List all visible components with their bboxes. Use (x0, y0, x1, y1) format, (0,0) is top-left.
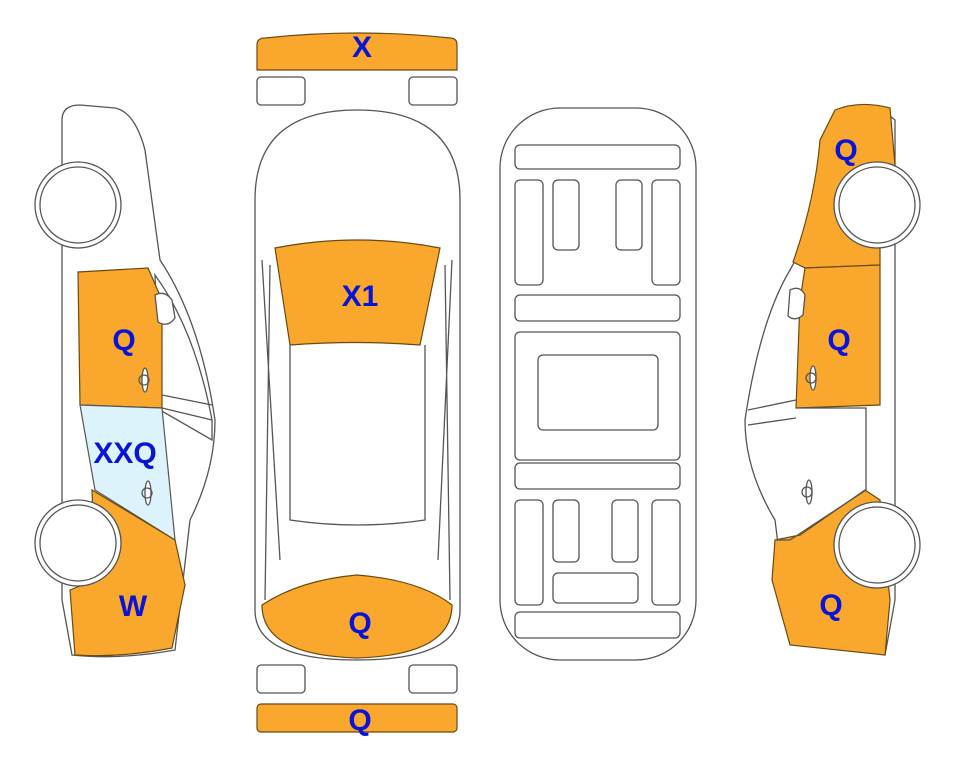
label-left-front-door: Q (112, 324, 135, 357)
right-side-view: Q Q Q (744, 103, 921, 656)
right-rear-wheel-icon (833, 501, 921, 589)
label-front-bumper: X (352, 31, 372, 64)
rear-bumper-panel[interactable] (256, 703, 458, 733)
left-side-view: Q XXQ W (34, 104, 216, 658)
rear-roof-panel[interactable] (261, 574, 453, 659)
label-rear-bumper: Q (348, 704, 371, 737)
top-view: X X1 Q Q (254, 31, 461, 737)
front-bumper-panel[interactable] (256, 32, 458, 71)
label-right-front-fender: Q (834, 134, 857, 167)
label-left-rear-quarter: W (119, 590, 148, 623)
windshield-panel[interactable] (274, 239, 441, 346)
label-right-rear-quarter: Q (819, 589, 842, 622)
underbody-view (499, 107, 697, 661)
label-rear-roof: Q (348, 607, 371, 640)
left-front-wheel-icon (34, 161, 122, 249)
left-rear-wheel-icon (34, 499, 122, 587)
left-front-door-panel[interactable] (77, 267, 163, 409)
label-right-front-door: Q (827, 324, 850, 357)
right-front-wheel-icon (833, 161, 921, 249)
label-left-rear-door: XXQ (93, 437, 156, 470)
label-windshield: X1 (342, 280, 379, 313)
